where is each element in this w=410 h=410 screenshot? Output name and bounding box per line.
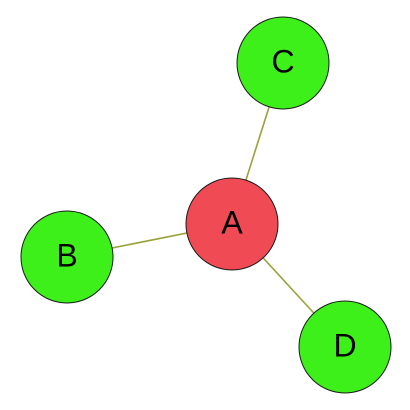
node-d-label: D [333,327,356,363]
nodes-layer: A B C D [20,16,392,394]
node-c-circle [236,16,330,110]
node-c: C [236,16,330,110]
node-a: A [185,177,279,271]
node-a-label: A [221,204,243,240]
node-c-label: C [271,43,294,79]
node-d-circle [298,300,392,394]
node-b-label: B [56,237,77,273]
node-d: D [298,300,392,394]
node-a-circle [185,177,279,271]
node-b-circle [20,210,114,304]
node-b: B [20,210,114,304]
